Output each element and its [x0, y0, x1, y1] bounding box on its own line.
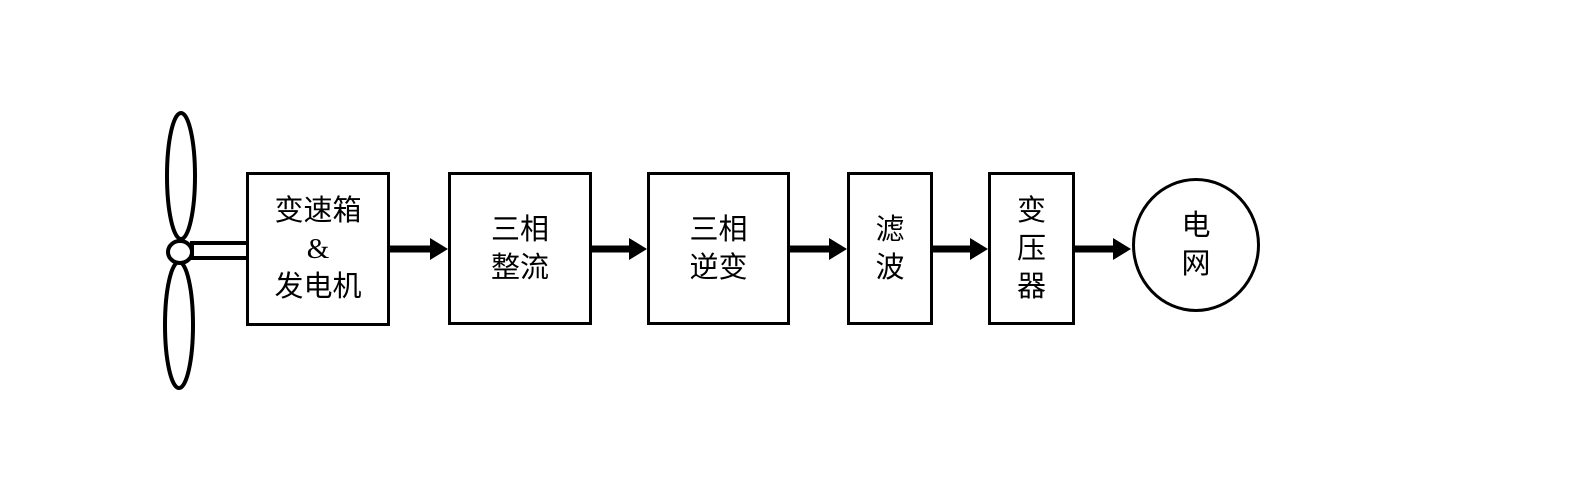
arrowhead-icon: [829, 238, 847, 260]
flow-arrow: [1075, 238, 1131, 260]
flow-arrow: [592, 238, 647, 260]
wind-turbine-icon: [163, 111, 250, 390]
arrowhead-icon: [1113, 238, 1131, 260]
arrowhead-icon: [970, 238, 988, 260]
node-gearbox-generator: 变速箱 & 发电机: [246, 172, 390, 326]
turbine-hub: [166, 239, 194, 265]
arrowhead-icon: [629, 238, 647, 260]
turbine-shaft: [190, 241, 250, 260]
arrowhead-icon: [430, 238, 448, 260]
flow-arrow: [790, 238, 847, 260]
node-three-phase-rectifier: 三相 整流: [448, 172, 592, 325]
flow-arrow: [390, 238, 448, 260]
node-transformer: 变 压 器: [988, 172, 1075, 325]
turbine-blade-top: [165, 111, 197, 241]
node-three-phase-inverter: 三相 逆变: [647, 172, 790, 325]
flow-arrow: [933, 238, 988, 260]
node-power-grid: 电 网: [1132, 178, 1260, 312]
node-filter: 滤 波: [847, 172, 933, 325]
turbine-blade-bottom: [163, 260, 195, 390]
